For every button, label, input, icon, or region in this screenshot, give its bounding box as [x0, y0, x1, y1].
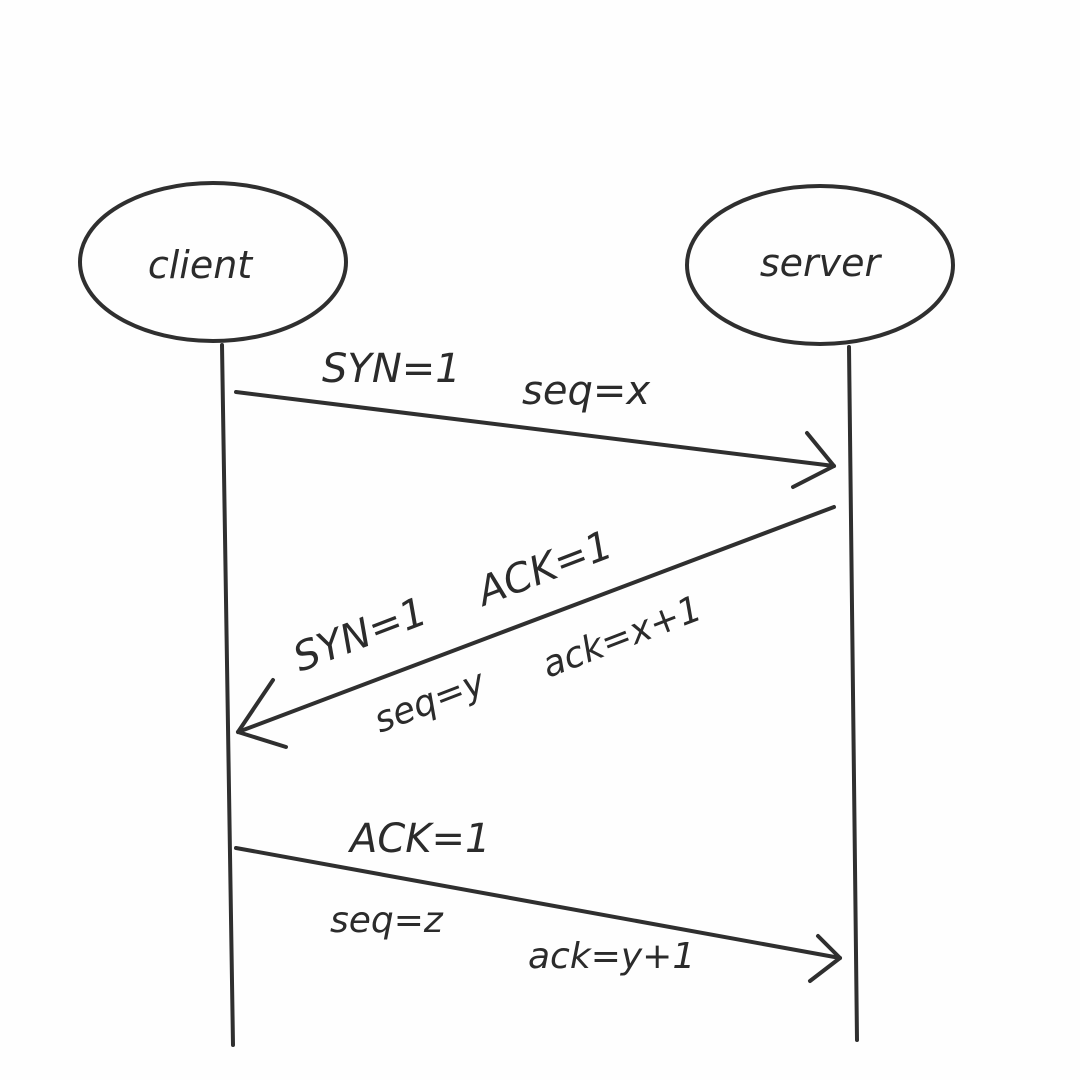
server-node: server	[685, 184, 955, 346]
message-syn-ack-arrow-line	[236, 505, 836, 734]
client-label: client	[148, 243, 254, 287]
message-syn-ack-arrowhead	[236, 678, 288, 749]
message-syn-ack: SYN=1 ACK=1 seq=y ack=x+1	[236, 505, 836, 749]
message-syn-arrowhead	[791, 431, 836, 489]
message-ack-seq: seq=z	[330, 900, 444, 941]
message-syn-arrow-line	[234, 390, 836, 468]
client-node: client	[78, 181, 348, 343]
message-syn-seq: seq=x	[522, 368, 650, 414]
message-syn: SYN=1 seq=x	[234, 346, 836, 489]
message-ack: ACK=1 seq=z ack=y+1	[234, 816, 842, 983]
client-lifeline	[220, 343, 235, 1047]
message-syn-ack-ack-flag: ACK=1	[468, 522, 618, 616]
message-ack-ack-number: ack=y+1	[528, 936, 695, 977]
server-lifeline	[847, 345, 859, 1042]
message-syn-ack-ack-number: ack=x+1	[537, 588, 708, 686]
server-label: server	[760, 241, 883, 285]
server-ellipse	[685, 184, 955, 346]
message-syn-ack-seq: seq=y	[369, 662, 492, 742]
client-ellipse	[78, 181, 348, 343]
message-ack-flag: ACK=1	[347, 816, 491, 862]
message-ack-arrowhead	[808, 934, 842, 983]
message-syn-flag: SYN=1	[322, 346, 461, 392]
message-ack-arrow-line	[234, 846, 842, 960]
